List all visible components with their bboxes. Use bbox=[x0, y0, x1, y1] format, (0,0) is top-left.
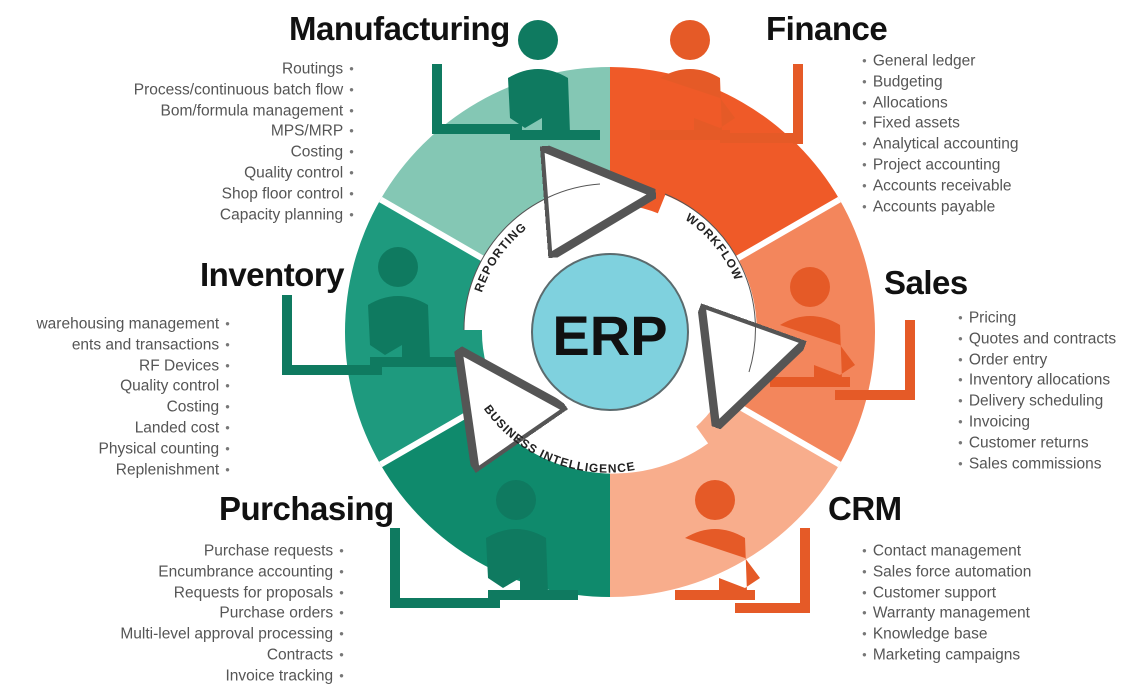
feature-list-manufacturing: RoutingsProcess/continuous batch flowBom… bbox=[134, 59, 354, 225]
feature-item: Inventory allocations bbox=[958, 370, 1116, 391]
feature-item: Purchase orders bbox=[120, 603, 344, 624]
people-figures bbox=[282, 20, 915, 613]
feature-item: Landed cost bbox=[36, 418, 230, 439]
center-disc bbox=[531, 253, 689, 411]
sector-finance bbox=[610, 67, 840, 268]
feature-item: Physical counting bbox=[36, 439, 230, 460]
person-crm-icon bbox=[675, 480, 810, 613]
feature-list-crm: Contact managementSales force automation… bbox=[862, 541, 1032, 666]
sector-purchasing bbox=[380, 396, 610, 597]
feature-item: General ledger bbox=[862, 51, 1018, 72]
feature-list-finance: General ledgerBudgetingAllocationsFixed … bbox=[862, 51, 1019, 218]
feature-item: Sales commissions bbox=[958, 454, 1116, 475]
workflow-arrow bbox=[654, 195, 743, 375]
feature-item: Encumbrance accounting bbox=[120, 562, 344, 583]
erp-label: ERP bbox=[552, 304, 667, 367]
feature-item: Shop floor control bbox=[134, 184, 354, 205]
feature-item: Multi-level approval processing bbox=[120, 624, 344, 645]
person-manufacturing-icon bbox=[432, 20, 600, 140]
person-finance-icon bbox=[650, 20, 803, 144]
feature-item: Contact management bbox=[862, 541, 1031, 562]
feature-item: Costing bbox=[36, 397, 230, 418]
feature-item: Replenishment bbox=[36, 460, 230, 481]
feature-item: Bom/formula management bbox=[134, 101, 354, 122]
person-purchasing-icon bbox=[390, 480, 578, 608]
person-sales-icon bbox=[770, 267, 915, 400]
feature-list-purchasing: Purchase requestsEncumbrance accountingR… bbox=[120, 541, 344, 687]
reporting-arrow bbox=[463, 198, 600, 331]
feature-item: Accounts receivable bbox=[862, 176, 1018, 197]
feature-item: Routings bbox=[134, 59, 354, 80]
person-inventory-icon bbox=[282, 247, 460, 375]
feature-item: Budgeting bbox=[862, 72, 1018, 93]
feature-item: Quality control bbox=[134, 163, 354, 184]
module-title-crm: CRM bbox=[828, 490, 902, 527]
feature-item: Contracts bbox=[120, 645, 344, 666]
feature-item: Requests for proposals bbox=[120, 583, 344, 604]
feature-item: Fixed assets bbox=[862, 113, 1018, 134]
feature-list-sales: PricingQuotes and contractsOrder entryIn… bbox=[958, 308, 1116, 474]
feature-item: MPS/MRP bbox=[134, 121, 354, 142]
module-title-purchasing: Purchasing bbox=[219, 490, 394, 527]
feature-item: Delivery scheduling bbox=[958, 391, 1116, 412]
feature-item: ents and transactions bbox=[36, 335, 230, 356]
feature-item: Allocations bbox=[862, 93, 1018, 114]
feature-item: Capacity planning bbox=[134, 205, 354, 226]
divider bbox=[719, 196, 842, 271]
feature-item: Customer returns bbox=[958, 433, 1116, 454]
module-title-sales: Sales bbox=[884, 264, 968, 301]
feature-item: Process/continuous batch flow bbox=[134, 80, 354, 101]
feature-item: Quotes and contracts bbox=[958, 329, 1116, 350]
feature-item: Knowledge base bbox=[862, 624, 1031, 645]
feature-list-inventory: warehousing managementents and transacti… bbox=[36, 314, 230, 480]
feature-item: Quality control bbox=[36, 376, 230, 397]
feature-item: RF Devices bbox=[36, 356, 230, 377]
module-title-finance: Finance bbox=[766, 10, 888, 47]
feature-item: Customer support bbox=[862, 583, 1031, 604]
feature-item: Purchase requests bbox=[120, 541, 344, 562]
business-intelligence-arrow bbox=[490, 395, 709, 474]
feature-item: Order entry bbox=[958, 350, 1116, 371]
feature-item: Accounts payable bbox=[862, 197, 1018, 218]
feature-item: warehousing management bbox=[36, 314, 230, 335]
feature-item: Invoice tracking bbox=[120, 666, 344, 687]
feature-item: Analytical accounting bbox=[862, 134, 1019, 155]
feature-item: Warranty management bbox=[862, 603, 1031, 624]
feature-item: Costing bbox=[134, 142, 354, 163]
module-title-inventory: Inventory bbox=[200, 256, 345, 293]
feature-item: Project accounting bbox=[862, 155, 1018, 176]
feature-item: Marketing campaigns bbox=[862, 645, 1031, 666]
module-title-manufacturing: Manufacturing bbox=[289, 10, 510, 47]
divider bbox=[378, 196, 501, 271]
feature-item: Pricing bbox=[958, 308, 1116, 329]
feature-item: Invoicing bbox=[958, 412, 1116, 433]
feature-item: Sales force automation bbox=[862, 562, 1032, 583]
